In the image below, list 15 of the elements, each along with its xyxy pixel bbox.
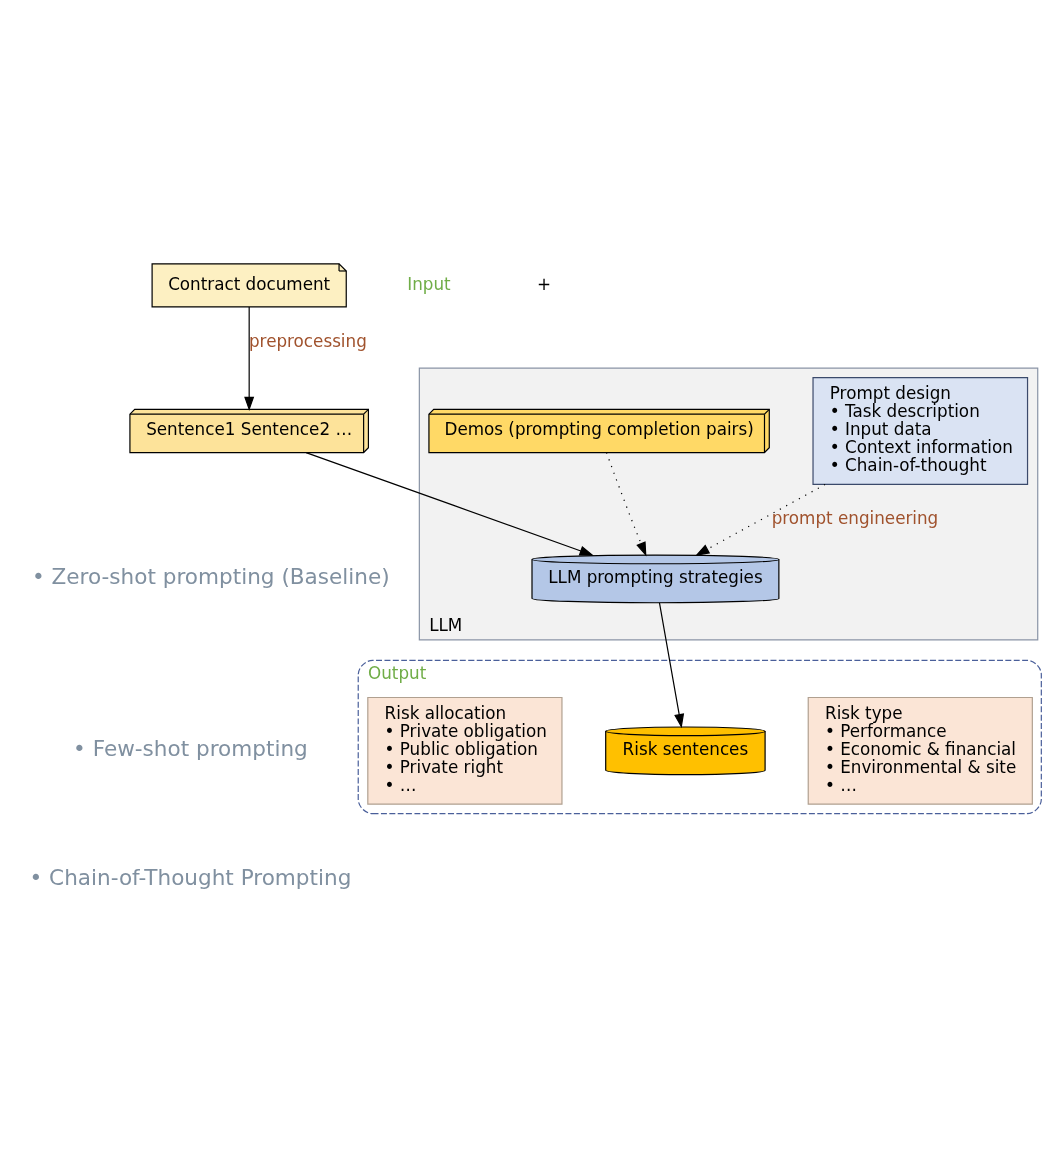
arrow [244,306,255,412]
label: + [536,273,552,294]
arrow [605,452,647,557]
label: • Few-shot prompting [73,736,308,762]
edge-label: preprocessing [248,330,367,351]
arrow [658,602,685,729]
node-box: Risk type • Performance • Economic & financial • Environmental & site • … [807,696,1033,805]
arrow [695,483,826,556]
node-box: Risk allocation • Private obligation • Public obligation • Private right • … [367,696,563,805]
label: • Zero-shot prompting (Baseline) [32,564,390,590]
label: • Chain-of-Thought Prompting [29,864,352,890]
node-box: Prompt design • Task description • Input data • Context information • Chain-of-thought [812,377,1029,485]
arrow [305,451,594,556]
edge-label: prompt engineering [771,508,939,529]
label: Input [407,273,451,294]
